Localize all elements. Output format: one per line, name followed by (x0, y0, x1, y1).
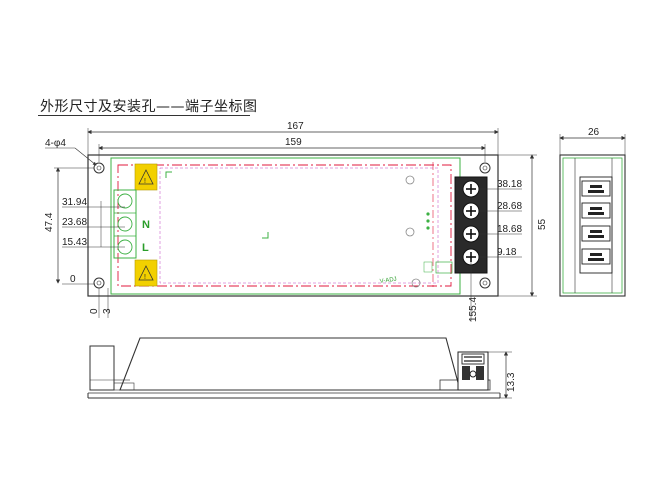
input-terminal-screw-1 (117, 193, 133, 209)
dim-height-outer: 55 (537, 218, 548, 230)
warning-label-top: ! (134, 163, 158, 191)
dim-width-outer: 167 (287, 121, 304, 132)
front-view: 13.3 (87, 337, 517, 399)
mounting-hole-bottom-left (93, 277, 105, 289)
warning-label-bottom: ! (134, 259, 158, 287)
mounting-hole-top-right (479, 162, 491, 174)
input-label-l: L (142, 242, 149, 254)
dim-bottom-origin: 0 (89, 308, 100, 314)
front-input-terminal (89, 345, 115, 391)
svg-text:!: ! (144, 178, 146, 185)
dim-left-origin: 0 (70, 274, 76, 285)
dim-depth: 26 (588, 127, 600, 138)
pcb-outline (110, 157, 461, 295)
dim-right-4: 9.18 (497, 247, 517, 258)
input-terminal-block (113, 189, 137, 259)
right-terminal-dims: 38.18 28.68 18.68 9.18 (479, 179, 522, 258)
mounting-holes (93, 162, 491, 289)
mounting-hole-bottom-right (479, 277, 491, 289)
keepout-centerline (117, 164, 452, 287)
dim-front-height: 13.3 (506, 372, 517, 392)
side-view: 26 (559, 127, 626, 297)
diagram-title: 外形尺寸及安装孔——端子坐标图 (40, 99, 258, 115)
dim-width-inner: 159 (285, 137, 302, 148)
svg-text:!: ! (144, 274, 146, 281)
left-terminal-dims: 31.94 23.68 15.43 0 (62, 197, 125, 285)
dim-right-3: 18.68 (497, 224, 522, 235)
dim-left-2: 23.68 (62, 217, 87, 228)
output-terminal-block (454, 176, 488, 274)
dim-left-1: 31.94 (62, 197, 87, 208)
vadj-label: V-ADJ (379, 277, 397, 285)
input-terminal-screw-2 (117, 216, 133, 232)
top-view: V-ADJ ! ! N L (44, 121, 548, 322)
title-underline (38, 115, 250, 116)
vadj-potentiometer (435, 261, 453, 274)
component-area (159, 167, 439, 284)
dim-height-inner: 47.4 (44, 212, 55, 232)
dim-right-2: 28.68 (497, 201, 522, 212)
dim-right-offset: 155.4 (468, 297, 479, 322)
front-output-terminal (439, 351, 491, 391)
dim-left-3: 15.43 (62, 237, 87, 248)
dim-bottom-offset: 3 (102, 308, 113, 314)
base-plate-outline (87, 154, 499, 297)
input-label-n: N (142, 219, 150, 231)
dim-right-1: 38.18 (497, 179, 522, 190)
dim-hole-spec: 4-φ4 (45, 138, 66, 149)
housing-cover (119, 337, 461, 391)
